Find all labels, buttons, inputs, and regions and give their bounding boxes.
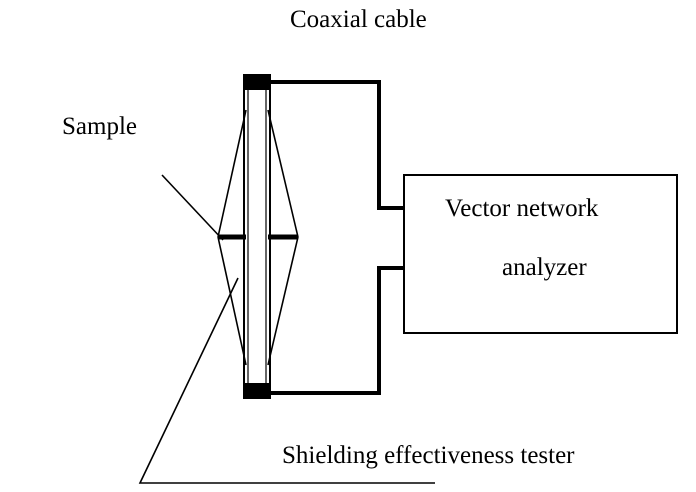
coaxial-cable-lower — [270, 266, 404, 395]
vna-label-line1: Vector network — [445, 195, 599, 222]
tester-flange-lower-left — [217, 236, 247, 366]
tester-bottom-connector — [243, 383, 271, 399]
tester-flange-upper-left — [217, 109, 247, 238]
coaxial-cable-label: Coaxial cable — [290, 6, 427, 33]
vna-label-line2: analyzer — [502, 254, 587, 281]
tester-label: Shielding effectiveness tester — [282, 442, 575, 469]
tester-flange-lower-right — [267, 236, 299, 366]
sample-label: Sample — [62, 113, 137, 140]
tester-top-connector — [243, 74, 271, 90]
tester-flange-upper-right — [267, 109, 299, 238]
sample-leader-line — [161, 174, 224, 241]
tester-leader-line — [138, 277, 435, 484]
coaxial-cable-upper — [270, 80, 404, 210]
vector-network-analyzer-box — [403, 174, 678, 334]
